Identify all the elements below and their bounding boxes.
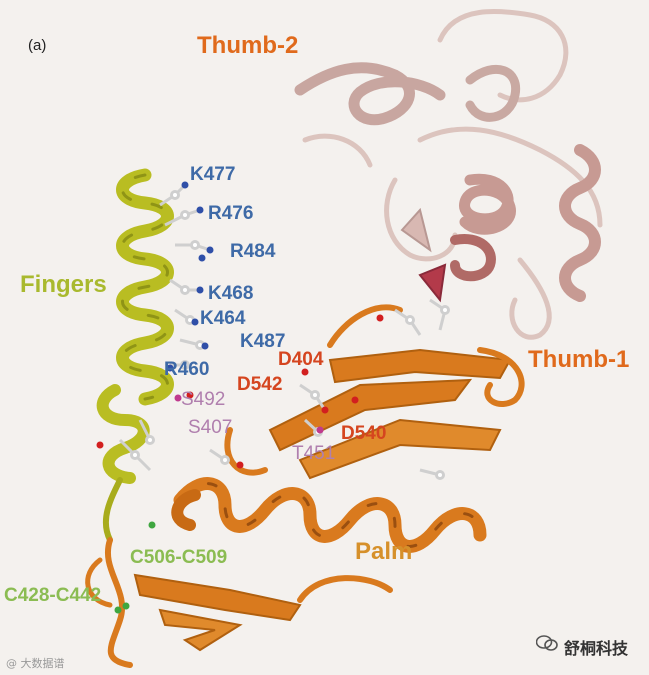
residue-label-d404: D404 — [278, 350, 323, 369]
wechat-icon — [536, 634, 558, 652]
palm-label: Palm — [355, 540, 412, 564]
disulfide-label-c506-c509: C506-C509 — [130, 548, 227, 567]
residue-label-d540: D540 — [341, 424, 386, 443]
watermark-right: 舒桐科技 — [564, 635, 628, 659]
residue-label-s407: S407 — [188, 418, 232, 437]
residue-label-s492: S492 — [181, 390, 225, 409]
thumb-1-label: Thumb-1 — [528, 348, 629, 372]
residue-label-d542: D542 — [237, 375, 282, 394]
thumb-2-domain — [300, 11, 600, 337]
residue-label-k468: K468 — [208, 284, 253, 303]
fingers-label: Fingers — [20, 273, 107, 297]
residue-label-k477: K477 — [190, 165, 235, 184]
watermark-left: @ 大数据谱 — [6, 655, 65, 671]
residue-label-r484: R484 — [230, 242, 275, 261]
residue-label-r476: R476 — [208, 204, 253, 223]
fingers-domain — [103, 175, 168, 540]
residue-label-r460: R460 — [164, 360, 209, 379]
thumb-2-label: Thumb-2 — [197, 34, 298, 58]
disulfide-label-c428-c442: C428-C442 — [4, 586, 101, 605]
residue-label-t451: T451 — [292, 444, 335, 463]
residue-label-k464: K464 — [200, 309, 245, 328]
panel-label: (a) — [28, 38, 46, 53]
